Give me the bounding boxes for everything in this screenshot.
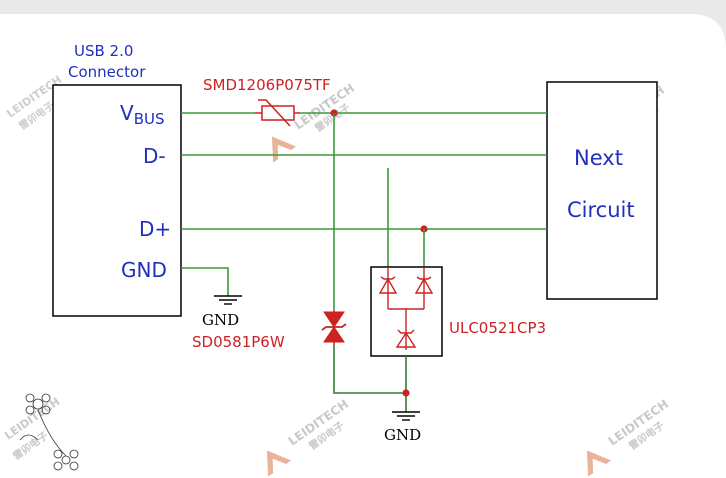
esd-array-label: ULC0521CP3 — [449, 319, 546, 337]
tvs-gnd-wire — [333, 346, 406, 394]
next-circuit-line2: Circuit — [567, 198, 635, 222]
ground-label-2: GND — [384, 426, 421, 444]
ground-symbol-icon — [214, 295, 242, 305]
esd-array-symbol — [378, 267, 434, 350]
pin-dplus-label: D+ — [139, 217, 171, 241]
tvs-label: SD0581P6W — [192, 333, 285, 351]
ptc-label: SMD1206P075TF — [203, 76, 331, 94]
flower-decoration-icon — [19, 393, 79, 471]
connector-title-line2: Connector — [68, 63, 146, 81]
pin-vbus-label: VBUS — [120, 101, 164, 128]
connector-gnd-wire — [181, 267, 229, 296]
next-circuit-block — [546, 81, 658, 300]
pin-dminus-label: D- — [143, 144, 166, 168]
watermark-logo-icon — [266, 450, 292, 477]
tvs-diode-symbol — [321, 310, 347, 346]
gnd-junction-dot — [402, 389, 410, 397]
pin-gnd-label: GND — [121, 258, 167, 282]
ground-label-1: GND — [202, 311, 239, 329]
ptc-fuse-symbol — [255, 99, 300, 127]
watermark-logo-icon — [586, 450, 612, 477]
connector-title-line1: USB 2.0 — [74, 42, 133, 60]
usb-connector-block — [52, 84, 182, 317]
next-circuit-line1: Next — [574, 146, 623, 170]
ground-symbol-icon — [392, 411, 420, 421]
